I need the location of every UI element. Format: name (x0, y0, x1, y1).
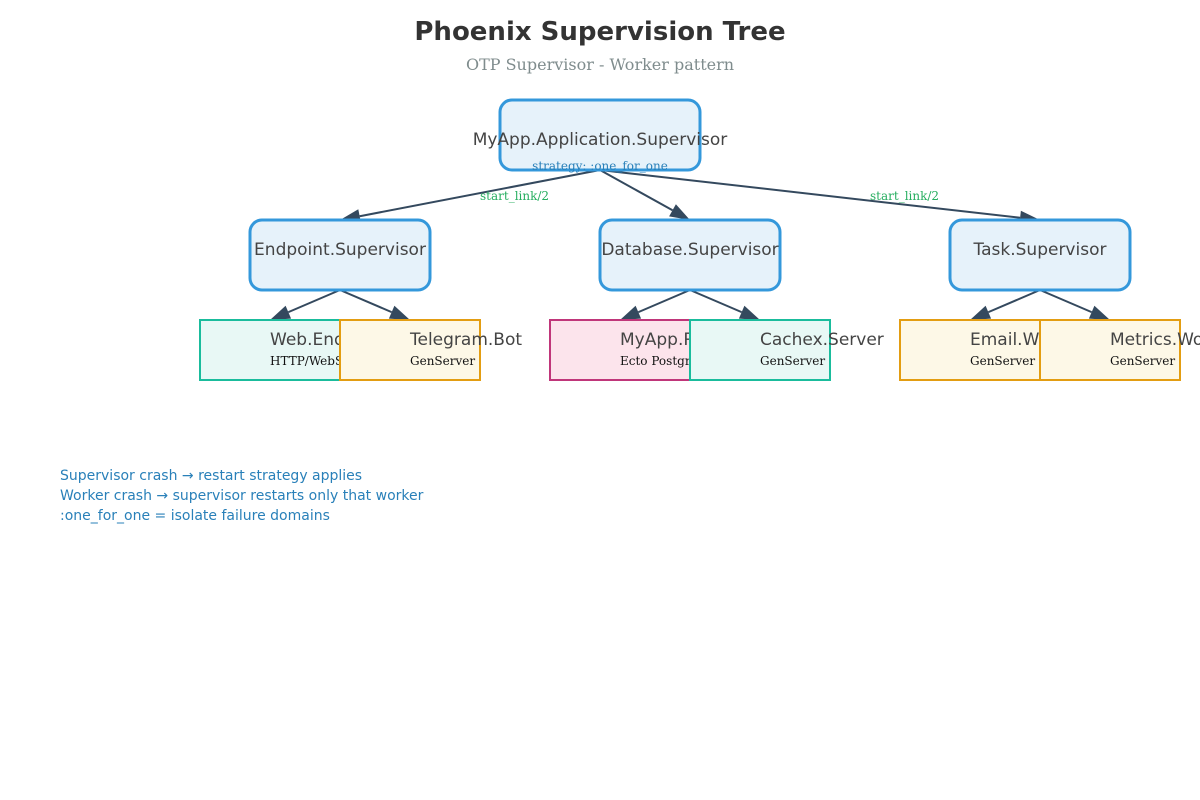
note-supervisor-crash: Supervisor crash → restart strategy appl… (60, 468, 362, 484)
worker-box (549, 319, 691, 381)
root-supervisor-label: MyApp.Application.Supervisor (473, 130, 728, 150)
edge-database-to-cachex (689, 289, 743, 314)
worker-label: MyApp.Repo (620, 330, 726, 350)
worker-type-label: HTTP/WebSocket (270, 354, 376, 368)
worker-email-worker[interactable]: Email.Worker GenServer (899, 319, 1082, 381)
root-supervisor-box (498, 98, 702, 172)
arrowhead-endpoint-to-telegram-bot (388, 305, 410, 320)
database-supervisor-node[interactable]: Database.Supervisor (598, 218, 782, 292)
worker-type-label: GenServer (1110, 354, 1175, 368)
edge-root-to-database (599, 169, 674, 212)
worker-type-label: GenServer (410, 354, 475, 368)
edge-label-start-link-right: start_link/2 (870, 189, 939, 203)
worker-type-label: GenServer (760, 354, 825, 368)
diagram-title: Phoenix Supervision Tree (414, 17, 785, 47)
endpoint-supervisor-label: Endpoint.Supervisor (254, 240, 426, 260)
note-one-for-one: :one_for_one = isolate failure domains (60, 508, 330, 524)
task-supervisor-box (948, 218, 1132, 292)
worker-label: Web.Endpoint (270, 330, 388, 350)
worker-web-endpoint[interactable]: Web.Endpoint HTTP/WebSocket (199, 319, 388, 381)
worker-box (199, 319, 341, 381)
diagram-subtitle: OTP Supervisor - Worker pattern (466, 55, 734, 74)
worker-label: Cachex.Server (760, 330, 884, 350)
edge-database-to-repo (637, 289, 691, 314)
worker-telegram-bot[interactable]: Telegram.Bot GenServer (339, 319, 522, 381)
worker-type-label: Ecto Postgres (620, 354, 704, 368)
worker-metrics-worker[interactable]: Metrics.Worker GenServer (1039, 319, 1200, 381)
endpoint-supervisor-box (248, 218, 432, 292)
database-supervisor-box (598, 218, 782, 292)
edge-task-to-email (987, 289, 1041, 314)
arrowhead-database-to-cachex (738, 305, 760, 320)
edges (270, 169, 1110, 320)
worker-label: Metrics.Worker (1110, 330, 1200, 350)
worker-type-label: GenServer (970, 354, 1035, 368)
edge-task-to-metrics (1039, 289, 1093, 314)
worker-label: Telegram.Bot (409, 330, 522, 350)
worker-myapp-repo[interactable]: MyApp.Repo Ecto Postgres (549, 319, 726, 381)
worker-box (1039, 319, 1181, 381)
edge-label-start-link-left: start_link/2 (480, 189, 549, 203)
worker-box (339, 319, 481, 381)
arrowhead-task-to-metrics (1088, 305, 1110, 320)
arrowhead-database-to-repo (620, 305, 642, 320)
note-worker-crash: Worker crash → supervisor restarts only … (60, 488, 424, 504)
task-supervisor-node[interactable]: Task.Supervisor (948, 218, 1132, 292)
endpoint-supervisor-node[interactable]: Endpoint.Supervisor (248, 218, 432, 292)
arrowhead-endpoint-to-web-endpoint (270, 305, 292, 320)
task-supervisor-label: Task.Supervisor (973, 240, 1107, 260)
worker-label: Email.Worker (970, 330, 1082, 350)
root-supervisor-node[interactable]: MyApp.Application.Supervisor strategy: :… (473, 98, 728, 173)
worker-box (899, 319, 1041, 381)
edge-endpoint-to-telegram-bot (339, 289, 393, 314)
arrowhead-root-to-database (669, 204, 690, 220)
edge-root-to-endpoint (359, 169, 601, 218)
root-strategy-label: strategy: :one_for_one (532, 159, 668, 173)
worker-cachex-server[interactable]: Cachex.Server GenServer (689, 319, 884, 381)
arrowhead-task-to-email (970, 305, 992, 320)
edge-endpoint-to-web-endpoint (287, 289, 341, 314)
worker-box (689, 319, 831, 381)
edge-root-to-task (599, 169, 1021, 219)
database-supervisor-label: Database.Supervisor (601, 240, 778, 260)
